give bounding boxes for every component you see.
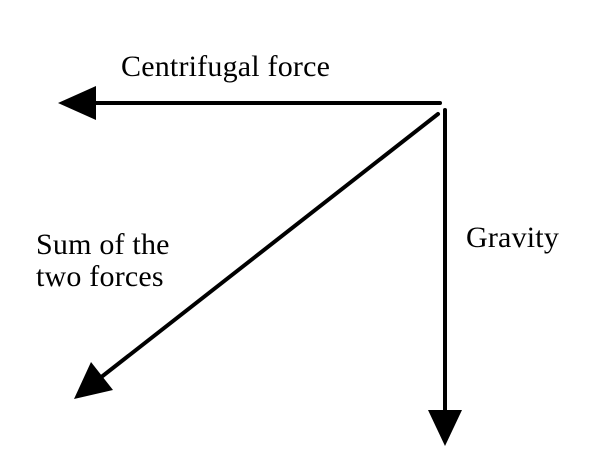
gravity-arrow [428,108,462,446]
centrifugal-force-arrow [58,86,442,120]
centrifugal-force-label: Centrifugal force [121,50,331,83]
sum-of-forces-label: Sum of the two forces [36,228,170,294]
sum-of-forces-arrowhead [74,362,113,399]
sum-of-forces-shaft [93,112,440,384]
sum-of-forces-label-line-1: Sum of the [36,228,170,261]
centrifugal-force-arrowhead [58,86,96,120]
sum-of-forces-label-line-2: two forces [36,260,164,294]
gravity-label: Gravity [466,221,560,254]
gravity-arrowhead [428,410,462,446]
sum-of-forces-arrow [74,112,440,399]
